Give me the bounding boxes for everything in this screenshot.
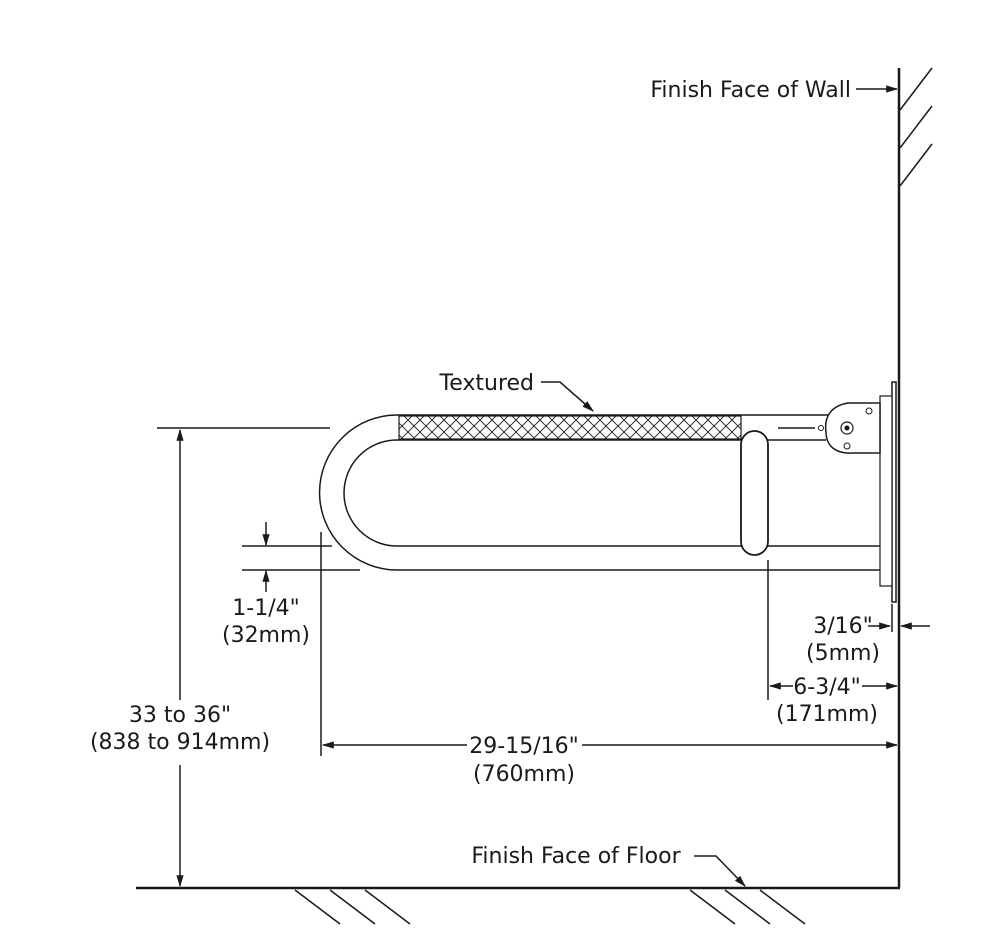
wall-plate	[879, 381, 897, 603]
height-mm: (838 to 914mm)	[90, 730, 270, 755]
height-in: 33 to 36"	[129, 703, 231, 728]
grab-bar-tube	[318, 414, 880, 571]
floor	[136, 886, 900, 925]
plate-thickness-mm: (5mm)	[806, 641, 880, 666]
length-mm: (760mm)	[473, 762, 575, 787]
support-offset-in: 6-3/4"	[793, 675, 860, 700]
floor-label: Finish Face of Floor	[471, 844, 681, 869]
wall-label: Finish Face of Wall	[650, 78, 851, 103]
textured-label: Textured	[439, 371, 535, 396]
tube-diameter-mm: (32mm)	[222, 623, 310, 648]
leaders	[541, 85, 899, 887]
support-offset-mm: (171mm)	[776, 702, 878, 727]
tube-diameter-in: 1-1/4"	[232, 596, 299, 621]
wall	[897, 67, 933, 888]
textured-grip	[398, 415, 742, 440]
hinge-bracket	[778, 402, 881, 454]
plate-thickness-in: 3/16"	[813, 614, 873, 639]
length-in: 29-15/16"	[469, 734, 578, 759]
extension-lines	[157, 427, 893, 756]
support-leg	[740, 430, 769, 556]
